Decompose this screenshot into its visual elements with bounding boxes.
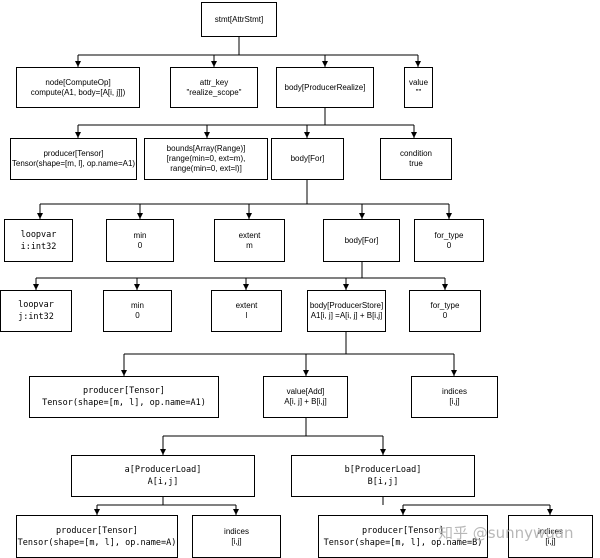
node-label: producer[Tensor]	[83, 386, 165, 396]
node-label: body[For]	[290, 154, 325, 163]
node-detail: B[i,j]	[367, 477, 399, 487]
node-detail: [i,j]	[449, 397, 460, 406]
node-label: indices	[538, 526, 563, 536]
node-detail: i:int32	[20, 241, 57, 252]
node-detail: true	[409, 159, 423, 168]
node-label: indices	[224, 526, 249, 536]
min-node-outer: min 0	[106, 219, 174, 262]
attr-key-node: attr_key "realize_scope"	[170, 67, 258, 108]
stmt-attrstmt-node: stmt[AttrStmt]	[201, 2, 277, 37]
node-detail: ""	[415, 87, 422, 97]
node-label: attr_key	[199, 77, 229, 87]
for-type-node-outer: for_type 0	[414, 219, 484, 262]
producer-store-node: body[ProducerStore] A1[i, j] =A[i, j] + …	[307, 290, 386, 332]
node-label: body[ProducerRealize]	[284, 82, 366, 92]
node-label: bounds[Array(Range)]	[166, 144, 246, 153]
producer-tensor-a1-store-node: producer[Tensor] Tensor(shape=[m, l], op…	[29, 376, 219, 418]
node-detail: Tensor(shape=[m, l], op.name=A1)	[42, 398, 206, 408]
loopvar-j-node: loopvar j:int32	[0, 290, 72, 332]
node-label: extent	[238, 230, 261, 240]
for-type-node-inner: for_type 0	[409, 290, 481, 332]
node-detail: [i,j]	[231, 536, 242, 546]
for-node-outer: body[For]	[271, 138, 344, 180]
indices-node-a: indices [i,j]	[192, 515, 281, 558]
node-label: min	[131, 301, 144, 310]
node-label: loopvar	[20, 229, 57, 240]
node-label: b[ProducerLoad]	[344, 465, 422, 475]
loopvar-i-node: loopvar i:int32	[4, 219, 73, 262]
producer-load-a-node: a[ProducerLoad] A[i,j]	[71, 455, 255, 497]
min-node-inner: min 0	[103, 290, 172, 332]
indices-node-store: indices [i,j]	[411, 376, 498, 418]
node-detail: [range(min=0, ext=m),	[166, 154, 246, 163]
node-label: condition	[399, 149, 433, 158]
node-label: for_type	[430, 301, 460, 310]
compute-op-node: node[ComputeOp] compute(A1, body=[A[i, j…	[16, 67, 140, 108]
producer-realize-node: body[ProducerRealize]	[276, 67, 374, 108]
for-node-inner: body[For]	[323, 219, 400, 262]
watermark-text: 知乎 @sunnywuan	[438, 524, 574, 542]
node-label: node[ComputeOp]	[45, 77, 111, 87]
node-detail: 0	[442, 311, 448, 320]
extent-l-node: extent l	[211, 290, 282, 332]
extent-m-node: extent m	[214, 219, 285, 262]
indices-node-b: indices [i,j]	[508, 515, 593, 558]
node-detail: range(min=0, ext=l)]	[170, 164, 242, 173]
node-label: min	[133, 230, 147, 240]
node-label: for_type	[434, 230, 464, 240]
node-label: producer[Tensor]	[362, 525, 444, 536]
node-detail: A1[i, j] =A[i, j] + B[i,j]	[310, 311, 383, 320]
node-detail: Tensor(shape=[m, l], op.name=B)	[323, 537, 483, 548]
node-detail: A[i, j] + B[i,j]	[284, 397, 327, 406]
node-label: indices	[442, 387, 467, 396]
node-detail: "realize_scope"	[186, 87, 242, 97]
value-node: value ""	[404, 67, 433, 108]
node-detail: Tensor(shape=[m, l], op.name=A1)	[11, 159, 136, 168]
node-detail: l	[245, 311, 248, 320]
node-label: stmt[AttrStmt]	[214, 14, 264, 24]
node-detail: Tensor(shape=[m, l], op.name=A)	[17, 537, 177, 548]
condition-node: condition true	[380, 138, 452, 180]
node-label: producer[Tensor]	[56, 525, 138, 536]
node-label: loopvar	[18, 300, 54, 310]
node-label: a[ProducerLoad]	[124, 465, 202, 475]
node-label: body[ProducerStore]	[309, 301, 384, 310]
node-detail: [i,j]	[545, 536, 556, 546]
producer-tensor-b-node: producer[Tensor] Tensor(shape=[m, l], op…	[318, 515, 488, 558]
node-label: value	[408, 77, 429, 87]
node-label: body[For]	[344, 235, 379, 245]
node-detail: 0	[446, 240, 452, 250]
node-detail: j:int32	[18, 312, 54, 322]
bounds-node: bounds[Array(Range)] [range(min=0, ext=m…	[144, 138, 268, 180]
node-label: value[Add]	[286, 387, 325, 396]
node-detail: compute(A1, body=[A[i, j]])	[30, 87, 126, 97]
node-detail: 0	[137, 240, 143, 250]
node-detail: 0	[135, 311, 140, 320]
node-label: producer[Tensor]	[43, 149, 104, 158]
producer-tensor-a1-node: producer[Tensor] Tensor(shape=[m, l], op…	[10, 138, 137, 180]
producer-load-b-node: b[ProducerLoad] B[i,j]	[291, 455, 475, 497]
node-label: extent	[235, 301, 258, 310]
producer-tensor-a-node: producer[Tensor] Tensor(shape=[m, l], op…	[16, 515, 178, 558]
value-add-node: value[Add] A[i, j] + B[i,j]	[263, 376, 348, 418]
node-detail: A[i,j]	[147, 477, 179, 487]
node-detail: m	[246, 240, 253, 250]
